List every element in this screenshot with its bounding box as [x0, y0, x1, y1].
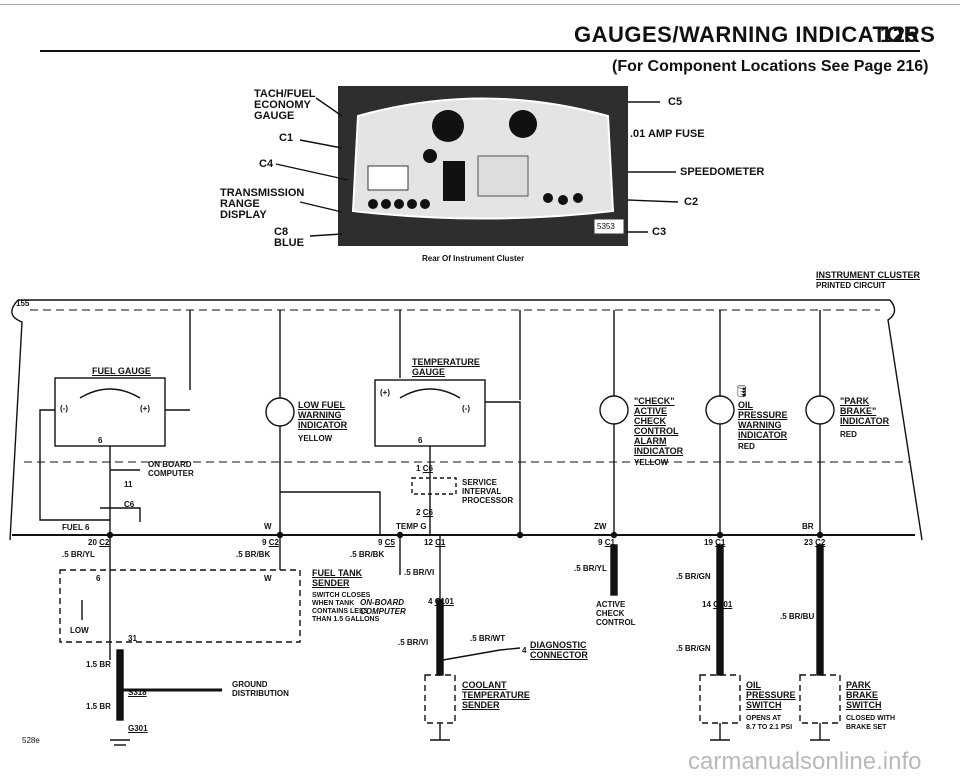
connector-c1-temp: 12 C1 — [424, 538, 446, 547]
callout-c3: C3 — [652, 226, 667, 238]
wire-c2-mid: .5 BR/BK — [236, 550, 271, 559]
splice-s318: S318 — [128, 688, 147, 697]
temp-pin1-c6: 1 C6 — [416, 464, 433, 473]
cluster-subtitle: PRINTED CIRCUIT — [816, 281, 886, 290]
wire-c1-oil: .5 BR/GN — [676, 572, 711, 581]
header-rule — [0, 4, 960, 5]
callout-c2: C2 — [684, 196, 699, 208]
fuel-gauge-title: FUEL GAUGE — [92, 366, 151, 376]
instrument-cluster-photo: 5353 — [338, 86, 628, 246]
fuel-gauge-plus: (+) — [140, 404, 150, 413]
oil-indicator-color: RED — [738, 442, 755, 451]
low-fuel-color: YELLOW — [298, 434, 333, 443]
title-rule — [40, 50, 920, 52]
sender-low: LOW — [70, 626, 89, 635]
photo-id: 5353 — [597, 222, 615, 231]
wire-br-vi-upper: .5 BR/VI — [404, 568, 435, 577]
connector-c2-left: 20 C2 — [88, 538, 110, 547]
connector-c1-check: 9 C1 — [598, 538, 615, 547]
c101-oil: 14 C101 — [702, 600, 733, 609]
connector-c2-mid: 9 C2 — [262, 538, 279, 547]
brake-br: BR — [802, 522, 814, 531]
fuel-label: FUEL 6 — [62, 523, 90, 532]
c6-left: C6 — [124, 500, 135, 509]
check-control-zw: ZW — [594, 522, 607, 531]
callout-c4: C4 — [259, 158, 274, 170]
check-control-color: YELLOW — [634, 458, 669, 467]
oil-can-icon: 🛢 — [734, 384, 750, 398]
wire-c2-brake: .5 BR/BU — [780, 612, 815, 621]
wire-br-vi-lower: .5 BR/VI — [398, 638, 429, 647]
connector-c1-oil: 19 C1 — [704, 538, 726, 547]
low-fuel-w: W — [264, 522, 272, 531]
callout-c1: C1 — [279, 132, 294, 144]
wire-c101-oil: .5 BR/GN — [676, 644, 711, 653]
callout-speedometer: SPEEDOMETER — [680, 166, 765, 178]
c101-temp: 4 C101 — [428, 597, 454, 606]
ref-155: 155 — [16, 299, 30, 308]
fuel-gauge-minus: (-) — [60, 404, 68, 413]
temp-pin2-c6: 2 C6 — [416, 508, 433, 517]
ground-wire-2: 1.5 BR — [86, 702, 111, 711]
connector-c2-brake: 23 C2 — [804, 538, 826, 547]
temp-gauge-pin: 6 — [418, 436, 423, 445]
sender-pin6: 6 — [96, 574, 101, 583]
watermark: carmanualsonline.info — [688, 748, 922, 775]
temp-gauge-plus: (+) — [380, 388, 390, 397]
brake-indicator-color: RED — [840, 430, 857, 439]
diag-pin4: 4 — [522, 646, 527, 655]
wire-br-wt: .5 BR/WT — [470, 634, 506, 643]
model-label: 528e — [22, 736, 40, 745]
fuel-gauge-pin: 6 — [98, 436, 103, 445]
ground-g301: G301 — [128, 724, 148, 733]
ground-wire-1: 1.5 BR — [86, 660, 111, 669]
page-subtitle: (For Component Locations See Page 216) — [612, 58, 929, 75]
wire-c5: .5 BR/BK — [350, 550, 385, 559]
cluster-photo-illustration — [338, 86, 628, 246]
sender-pin31: 31 — [128, 634, 137, 643]
page-title: GAUGES/WARNING INDICATORS — [574, 22, 936, 47]
temp-label: TEMP G — [396, 522, 427, 531]
wire-c2-left: .5 BR/YL — [62, 550, 95, 559]
sender-w: W — [264, 574, 272, 583]
page-number: 125 — [880, 22, 919, 47]
callout-c5: C5 — [668, 96, 683, 108]
callout-fuse: .01 AMP FUSE — [630, 128, 705, 140]
connector-c5: 9 C5 — [378, 538, 395, 547]
cluster-title: INSTRUMENT CLUSTER — [816, 270, 920, 280]
temp-gauge-minus: (-) — [462, 404, 470, 413]
wire-c1-check: .5 BR/YL — [574, 564, 607, 573]
photo-caption: Rear Of Instrument Cluster — [422, 254, 525, 263]
pin-11: 11 — [124, 480, 133, 489]
